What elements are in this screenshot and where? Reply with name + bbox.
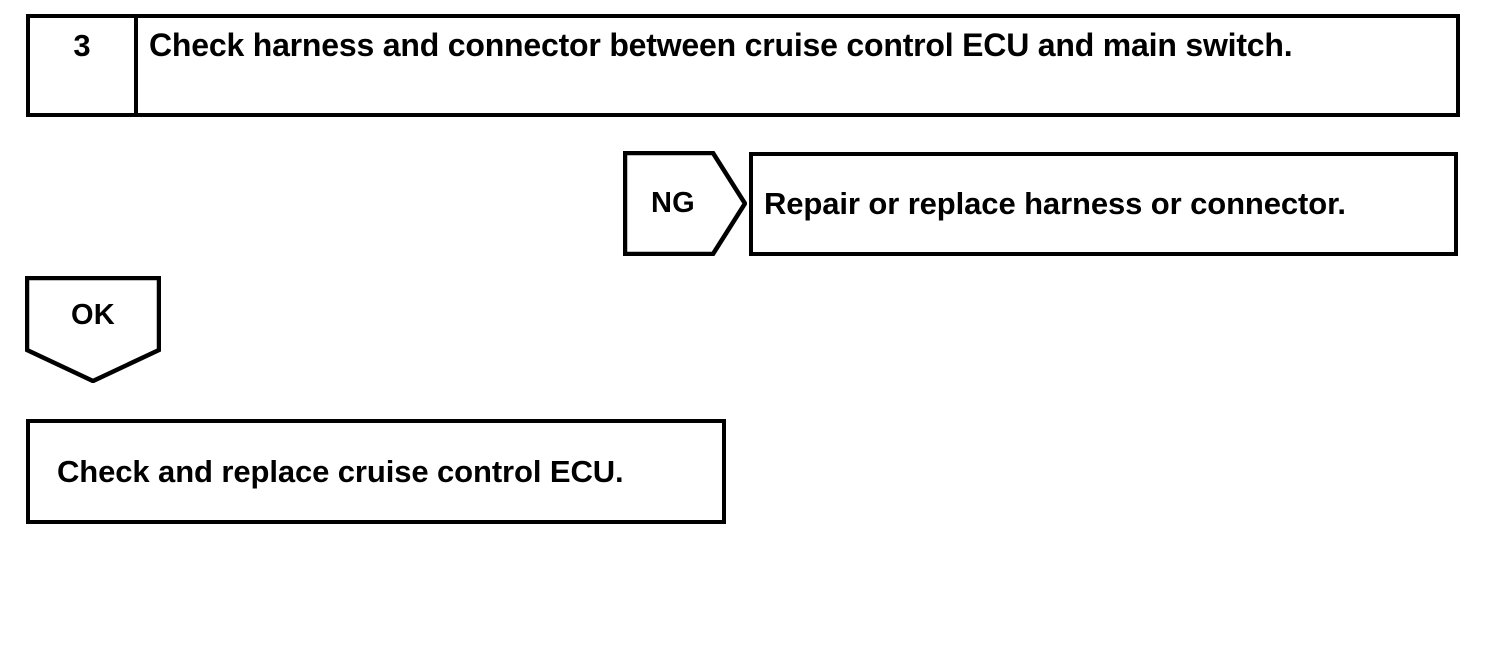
step-instruction-cell: Check harness and connector between crui… bbox=[138, 18, 1456, 113]
ng-result-box: Repair or replace harness or connector. bbox=[749, 152, 1458, 256]
step-row: 3 Check harness and connector between cr… bbox=[26, 14, 1460, 117]
ok-result-text: Check and replace cruise control ECU. bbox=[57, 453, 624, 489]
arrow-down-icon bbox=[25, 276, 161, 383]
ok-branch-arrow: OK bbox=[25, 276, 161, 383]
ok-branch-label: OK bbox=[70, 298, 116, 331]
ok-result-box: Check and replace cruise control ECU. bbox=[26, 419, 726, 524]
step-number-cell: 3 bbox=[30, 18, 138, 113]
ng-branch-arrow: NG bbox=[623, 151, 747, 256]
arrow-right-icon bbox=[623, 151, 747, 256]
step-instruction-text: Check harness and connector between crui… bbox=[149, 27, 1293, 63]
ng-result-text: Repair or replace harness or connector. bbox=[764, 186, 1346, 221]
ng-branch-label: NG bbox=[650, 187, 696, 219]
step-number: 3 bbox=[73, 28, 91, 63]
